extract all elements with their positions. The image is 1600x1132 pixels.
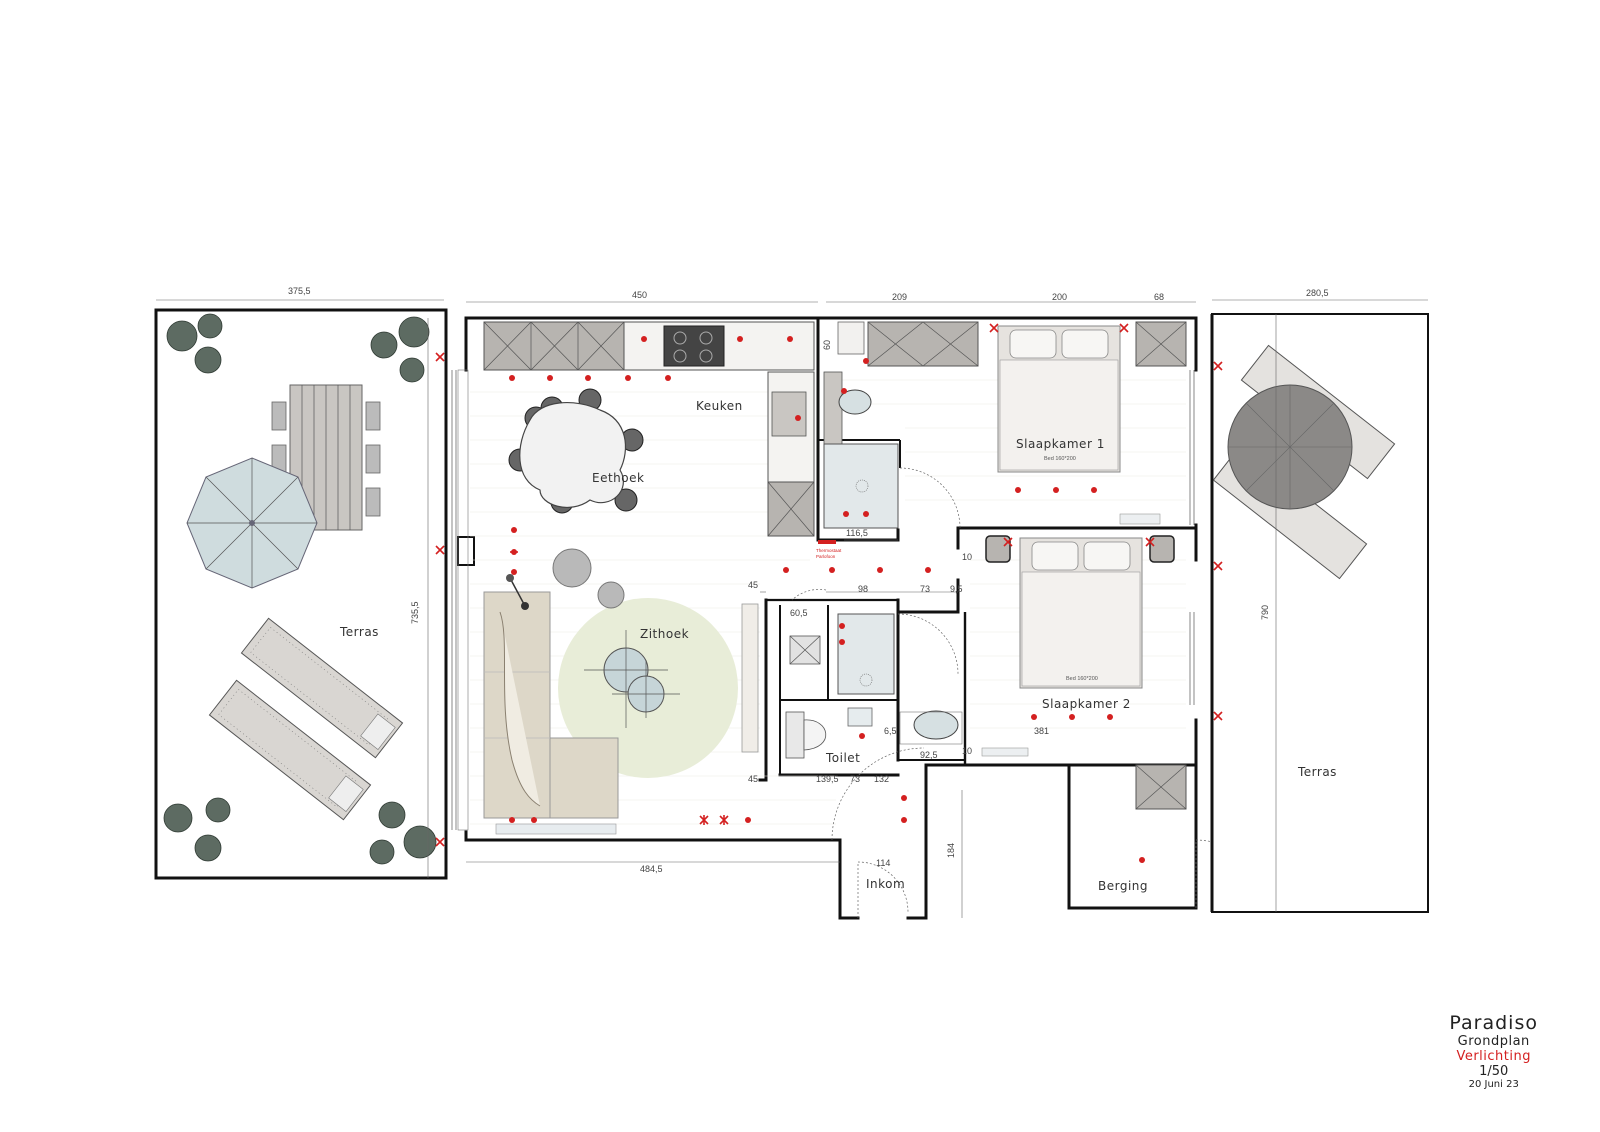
room-label-zithoek: Zithoek [640,627,689,641]
floor-lamp [506,574,529,610]
dim-inkom-height: 184 [946,843,956,858]
parasol [186,457,318,589]
terrace-right: Terras [1210,313,1429,913]
shower-1 [823,443,899,529]
dining-area: Eethoek [508,388,644,514]
dim-top-bath: 209 [892,292,907,302]
shower-2 [837,613,895,695]
sun-lounger-2 [208,679,372,821]
wall-columns-left [457,369,475,831]
plan-type: Grondplan [1457,1034,1530,1049]
dim-top-wardrobe: 68 [1154,292,1164,302]
bed-2 [1019,537,1143,689]
room-label-slaapkamer-2: Slaapkamer 2 [1042,697,1131,711]
dim-top-terras-right: 280,5 [1306,288,1329,298]
thermostat-note: Thermostaat [816,548,842,553]
dim-60-5: 60,5 [790,608,808,618]
terrace-left: Terras [154,308,457,880]
dining-table [519,401,626,509]
sideboard [741,603,759,753]
dim-73-b: 73 [850,774,860,784]
plan-scale: 1/50 [1479,1064,1509,1079]
light-points [509,336,1145,863]
bed-1-size: Bed 160*200 [1044,456,1076,462]
bathroom-1 [823,321,961,529]
dim-top-bed: 200 [1052,292,1067,302]
dim-45-b: 45 [748,774,758,784]
hall-wc: Toilet [785,589,963,765]
dim-98: 98 [858,584,868,594]
dim-top-living: 450 [632,290,647,300]
dim-92-5: 92,5 [920,750,938,760]
sun-lounger-1 [240,617,404,759]
dim-139-5: 139,5 [816,774,839,784]
dim-73-a: 73 [920,584,930,594]
dim-inkom-width: 114 [876,858,890,868]
kitchen-sink [771,391,807,437]
room-label-slaapkamer-1: Slaapkamer 1 [1016,437,1105,451]
dim-top-terras: 375,5 [288,286,311,296]
room-label-terras-right: Terras [1297,765,1337,779]
plan-subject: Verlichting [1456,1049,1531,1064]
wc-handbasin [847,707,873,727]
dim-45-a: 45 [748,580,758,590]
room-label-eethoek: Eethoek [592,471,644,485]
room-label-inkom: Inkom [866,877,905,891]
dimension-lines [156,299,1428,918]
kitchen: Keuken [483,321,815,537]
project-name: Paradiso [1449,1012,1538,1034]
radiator [495,823,617,835]
thermostat-marker [818,540,836,544]
wall-lights [435,323,1223,847]
side-tables [552,548,625,609]
sofa [483,591,619,819]
parlofoon-note: Parlofoon [816,554,836,559]
title-block: Paradiso Grondplan Verlichting 1/50 20 J… [1449,1012,1538,1090]
bedroom-1: Bed 160*200 Slaapkamer 1 [867,321,1187,525]
dim-10-a: 10 [962,552,972,562]
room-label-berging: Berging [1098,879,1148,893]
sink-1 [838,389,872,415]
dim-10-b: 10 [962,746,972,756]
dim-left-height: 735,5 [410,601,420,624]
dim-116-5: 116,5 [846,528,868,538]
dim-6-5: 6,5 [884,726,897,736]
dim-381: 381 [1034,726,1049,736]
plan-date: 20 Juni 23 [1468,1079,1519,1090]
room-label-keuken: Keuken [696,399,743,413]
radiator-bedroom-1 [1119,513,1161,525]
nightstands-2 [985,535,1175,563]
bed-1 [997,325,1121,473]
sink-2 [913,710,959,740]
coffee-tables [584,630,680,728]
bedroom-2: Bed 160*200 Slaapkamer 2 [981,535,1175,757]
living-area: Zithoek [483,548,759,835]
toilet [785,711,827,759]
parasol-right [1227,384,1353,510]
dim-right-height: 790 [1260,605,1270,620]
entrance: Inkom [831,747,925,918]
radiator-bedroom-2 [981,747,1029,757]
dim-60: 60 [822,340,832,350]
room-label-toilet: Toilet [825,751,860,765]
room-label-terras-left: Terras [339,625,379,639]
dim-9-5: 9,5 [950,584,963,594]
dim-132: 132 [874,774,889,784]
storage: Berging [1098,764,1263,908]
cooktop [663,325,725,367]
bed-2-size: Bed 160*200 [1066,676,1098,682]
apartment-walls [464,316,1198,920]
dim-bottom-living: 484,5 [640,864,663,874]
